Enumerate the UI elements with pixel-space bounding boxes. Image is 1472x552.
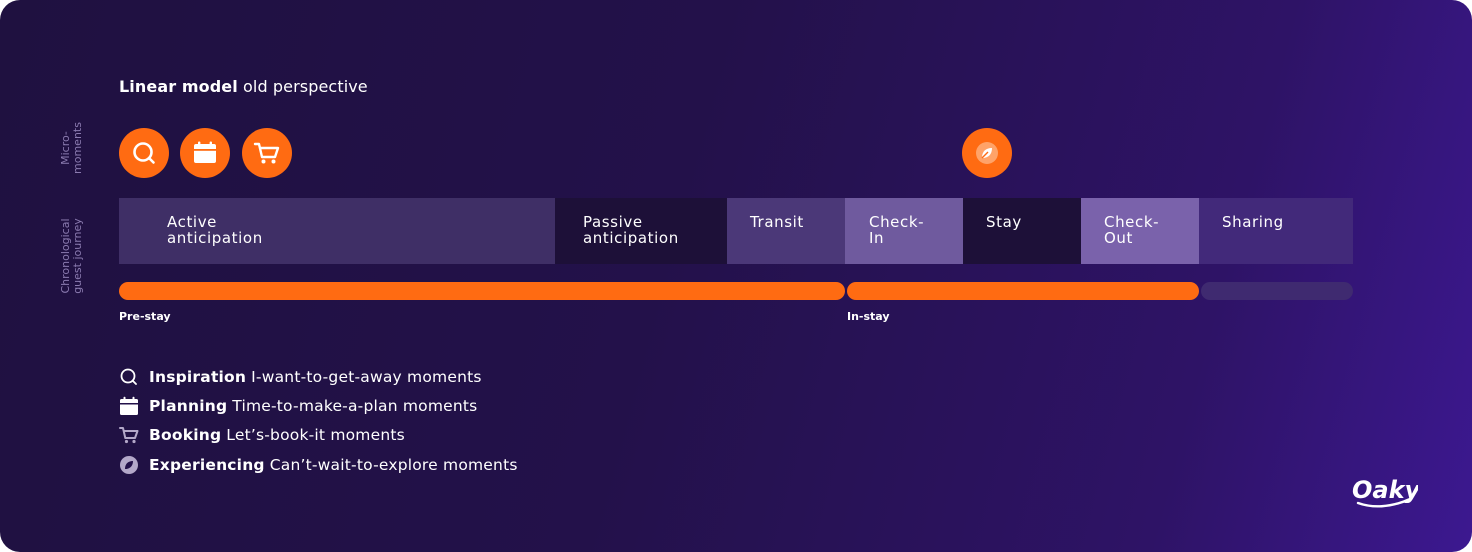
stage-passive-anticipation: Passive anticipation [555, 198, 727, 264]
cart-icon [119, 425, 139, 445]
legend-item-inspiration: Inspiration I-want-to-get-away moments [119, 366, 482, 388]
post-stay-bar [1201, 282, 1353, 300]
stage-stay: Stay [963, 198, 1081, 264]
journey-stages: Active anticipation Passive anticipation… [119, 198, 1353, 264]
stage-transit: Transit [727, 198, 845, 264]
legend-term: Planning [149, 397, 228, 415]
stage-label: Active anticipation [167, 213, 263, 247]
legend-item-planning: Planning Time-to-make-a-plan moments [119, 395, 477, 417]
legend-term: Experiencing [149, 456, 265, 474]
stage-label: Transit [750, 213, 804, 231]
legend-item-experiencing: Experiencing Can’t-wait-to-explore momen… [119, 454, 518, 476]
inspiration-moment-circle [119, 128, 169, 178]
planning-moment-circle [180, 128, 230, 178]
stage-check-out: Check-Out [1081, 198, 1199, 264]
stage-sharing: Sharing [1199, 198, 1353, 264]
diagram-title: Linear model old perspective [119, 77, 368, 96]
in-stay-bar [847, 282, 1199, 300]
search-icon [133, 142, 155, 164]
journey-label-line2: guest journey [71, 218, 84, 294]
legend-term: Booking [149, 426, 222, 444]
booking-moment-circle [242, 128, 292, 178]
micro-moments-label-line2: moments [71, 122, 84, 174]
title-rest: old perspective [243, 77, 368, 96]
pre-stay-label: Pre-stay [119, 310, 171, 323]
stage-label: Check-Out [1104, 213, 1160, 247]
pre-stay-bar [119, 282, 845, 300]
legend-description: Let’s-book-it moments [226, 426, 405, 444]
stage-check-in: Check-In [845, 198, 963, 264]
legend-description: Can’t-wait-to-explore moments [269, 456, 518, 474]
title-bold: Linear model [119, 77, 238, 96]
stage-active-anticipation: Active anticipation [119, 198, 555, 264]
experiencing-moment-circle [962, 128, 1012, 178]
search-icon [119, 367, 139, 387]
legend-term: Inspiration [149, 368, 247, 386]
stage-label: Sharing [1222, 213, 1284, 231]
legend-item-booking: Booking Let’s-book-it moments [119, 424, 405, 446]
in-stay-label: In-stay [847, 310, 890, 323]
stage-label: Check-In [869, 213, 925, 247]
leaf-icon [119, 455, 139, 475]
legend-description: I-want-to-get-away moments [251, 368, 482, 386]
calendar-icon [119, 396, 139, 416]
legend-description: Time-to-make-a-plan moments [232, 397, 478, 415]
leaf-icon [976, 142, 998, 164]
guest-journey-axis-label: Chronological guest journey [59, 218, 84, 294]
micro-moments-axis-label: Micro- moments [59, 122, 84, 174]
oaky-logo: Oaky [1350, 472, 1422, 516]
stage-label: Passive anticipation [583, 213, 679, 247]
stage-label: Stay [986, 213, 1022, 231]
calendar-icon [194, 141, 216, 163]
cart-icon [253, 142, 280, 164]
